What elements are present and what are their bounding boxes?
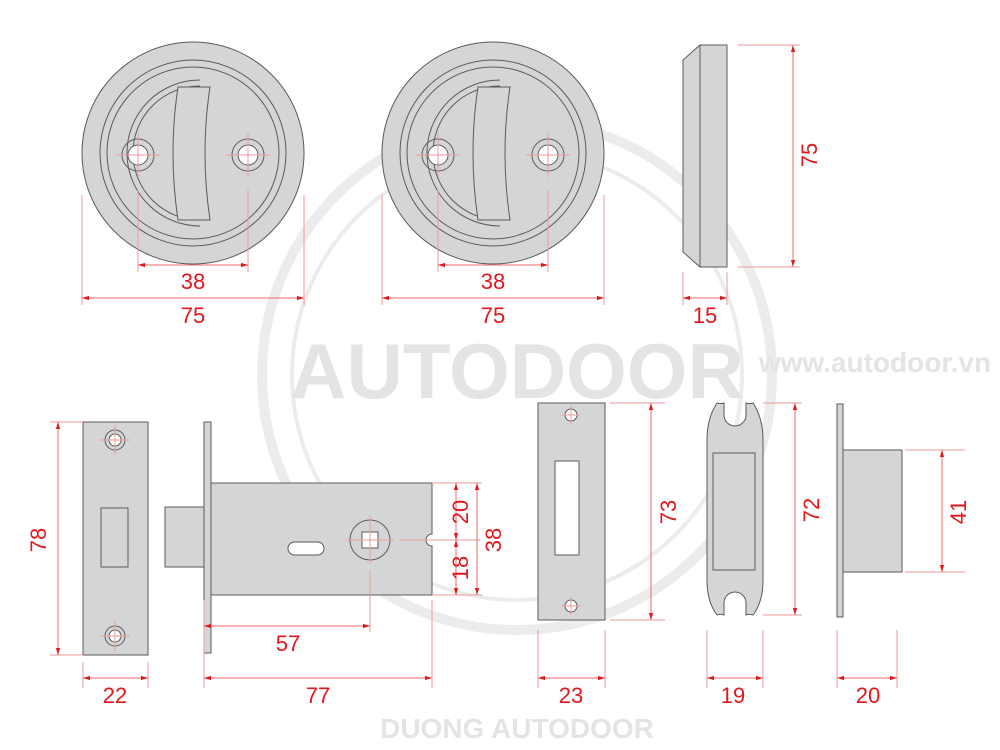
watermark-bottom-text: DUONG AUTODOOR [380,713,654,744]
dim-faceplate-width: 22 [103,683,127,708]
rosette-2-dimensions: 38 75 [381,190,605,328]
dim-center-to-bottom: 18 [448,556,473,580]
dim-side-height: 75 [797,143,822,167]
dim-diameter-2: 75 [481,303,505,328]
rosette-front-1 [81,41,305,265]
rosette-1-dimensions: 38 75 [81,190,305,328]
watermark-brand: AUTODOOR [290,327,744,415]
dim-box-height: 41 [946,500,971,524]
rosette-side-view: 75 15 [682,44,822,328]
dim-body-height: 38 [481,528,506,552]
dim-strike-height: 73 [656,500,681,524]
rosette-front-2 [381,41,605,265]
latch-body: 20 18 38 57 77 [164,421,506,708]
dim-faceplate-height: 78 [26,528,51,552]
dim-box-depth: 20 [856,683,880,708]
dim-backset: 57 [276,631,300,656]
dim-latch-length: 77 [306,683,330,708]
dim-diameter-1: 75 [181,303,205,328]
dim-side-thickness: 15 [693,303,717,328]
dim-keeper-width: 19 [721,683,745,708]
strike-box-side: 41 20 [836,403,971,708]
dim-hole-spacing-2: 38 [481,269,505,294]
strike-keeper: 72 19 [706,402,824,708]
dim-top-to-center: 20 [448,500,473,524]
strike-plate: 73 23 [537,402,681,708]
latch-faceplate: 78 22 [26,421,149,708]
dim-strike-width: 23 [559,683,583,708]
dim-keeper-height: 72 [799,498,824,522]
watermark-url: www.autodoor.vn [758,347,991,378]
watermark: AUTODOOR www.autodoor.vn DUONG AUTODOOR [257,115,991,744]
dim-hole-spacing-1: 38 [181,269,205,294]
